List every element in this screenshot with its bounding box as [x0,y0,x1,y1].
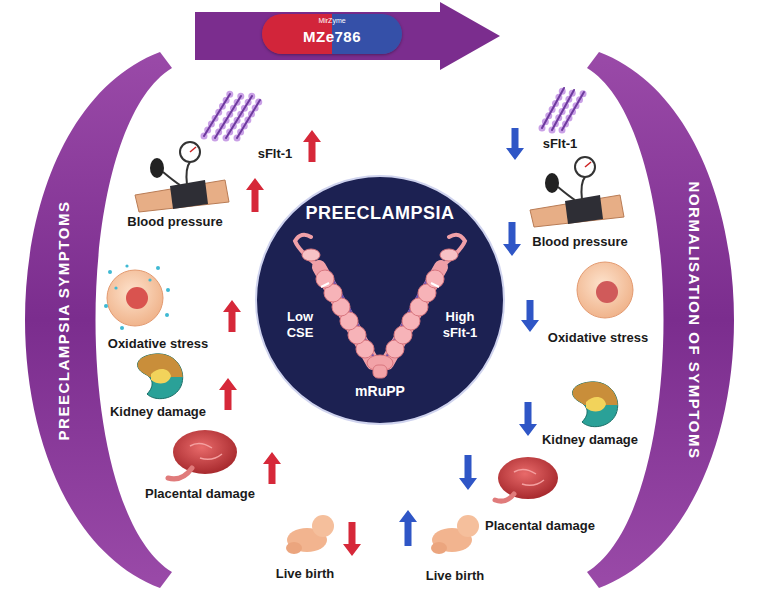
crescent [25,52,172,588]
baby-head [312,515,334,537]
stressed-cell-icon [104,264,170,330]
drug-capsule: MirZymeMZe786 [262,14,402,54]
sflt1-icon [204,94,260,138]
symptom-label: Kidney damage [110,404,206,419]
increase-arrow [303,130,321,162]
symptom-band: PREECLAMPSIA SYMPTOMS [20,48,180,590]
model-circle: PREECLAMPSIA Low CSE High sFlt-1 mRuPP [255,175,505,425]
kidney-icon [138,354,183,399]
cervix [373,365,387,378]
fetal-sacs [316,270,444,358]
protein-strand [542,88,584,130]
brand-text: MirZyme [318,17,345,24]
normalisation-band: NORMALISATION OF SYMPTOMS [579,48,744,590]
band-shape [579,48,744,590]
kidney-pelvis [151,369,171,384]
model-name: mRuPP [355,383,405,399]
kidney-upper [573,382,618,405]
kidney-lower [138,354,183,399]
symptom-label: Placental damage [485,518,595,533]
symptom-label: sFlt-1 [543,136,578,151]
blood-pressure-icon [135,142,229,212]
baby-legs [286,542,302,554]
increase-arrow [246,178,264,212]
baby-legs [431,542,447,554]
decrease-arrow [459,455,477,490]
decrease-arrow [503,222,521,256]
sflt1-icon [542,88,584,130]
increase-arrow [263,452,281,484]
ovary [440,249,458,261]
cell [577,262,633,318]
tube [186,162,190,185]
kidney-lower [573,382,618,427]
symptom-label: Blood pressure [127,214,222,229]
blood-pressure-icon [530,157,624,227]
nucleus [596,281,618,303]
protein-beads [204,94,260,138]
nucleus [126,287,148,309]
gauge [575,157,595,177]
baby-head [457,515,479,537]
band-shape [20,48,180,590]
protein-strand [204,94,260,138]
baby-icon [286,515,334,554]
arm [530,195,624,227]
bulb [545,173,559,193]
decrease-arrow [519,402,537,436]
tube [581,177,585,200]
increase-arrow [219,378,237,410]
symptom-label: Blood pressure [532,234,627,249]
umbilical-cord [495,494,514,501]
symptom-label: Kidney damage [542,432,638,447]
decrease-arrow [521,300,539,332]
crescent [587,52,734,588]
condition-label: Low CSE [275,309,325,342]
band-title: PREECLAMPSIA SYMPTOMS [56,200,73,440]
gauge-needle [190,147,196,152]
kidney-upper [138,354,183,377]
cell [107,270,163,326]
kidney-icon [573,382,618,427]
cuff [170,180,208,209]
symptom-label: Oxidative stress [548,330,648,345]
increase-arrow [223,300,241,332]
tube [163,172,180,185]
circle-title: PREECLAMPSIA [305,203,454,224]
kidney-pelvis [586,397,606,412]
protein-beads [542,88,584,130]
symptom-label: Oxidative stress [108,336,208,351]
umbilical-cord [168,468,192,479]
gauge [180,142,200,162]
placenta-vessel [514,469,544,485]
healthy-cell-icon [577,262,633,318]
decrease-arrow [506,128,524,160]
condition-label: High sFlt-1 [435,309,485,342]
placenta [498,457,558,499]
placenta-icon [495,457,558,501]
arm [135,180,229,212]
placenta [173,430,237,474]
placenta-icon [168,430,237,479]
ros-dots [104,264,170,330]
increase-arrow [399,510,417,546]
bulb [150,158,164,178]
gauge-needle [585,162,591,167]
symptom-label: Placental damage [145,486,255,501]
baby-icon [431,515,479,554]
band-title: NORMALISATION OF SYMPTOMS [687,181,704,459]
symptom-label: sFlt-1 [258,146,293,161]
vessel-clip [321,283,439,287]
drug-name: MZe786 [303,28,361,45]
decrease-arrow [343,522,361,556]
cuff [565,195,603,224]
symptom-label: Live birth [426,568,485,583]
tube [558,187,575,200]
treatment-arrow [195,2,500,70]
ovary [302,249,320,261]
symptom-label: Live birth [276,566,335,581]
placenta-vessel [190,443,222,459]
